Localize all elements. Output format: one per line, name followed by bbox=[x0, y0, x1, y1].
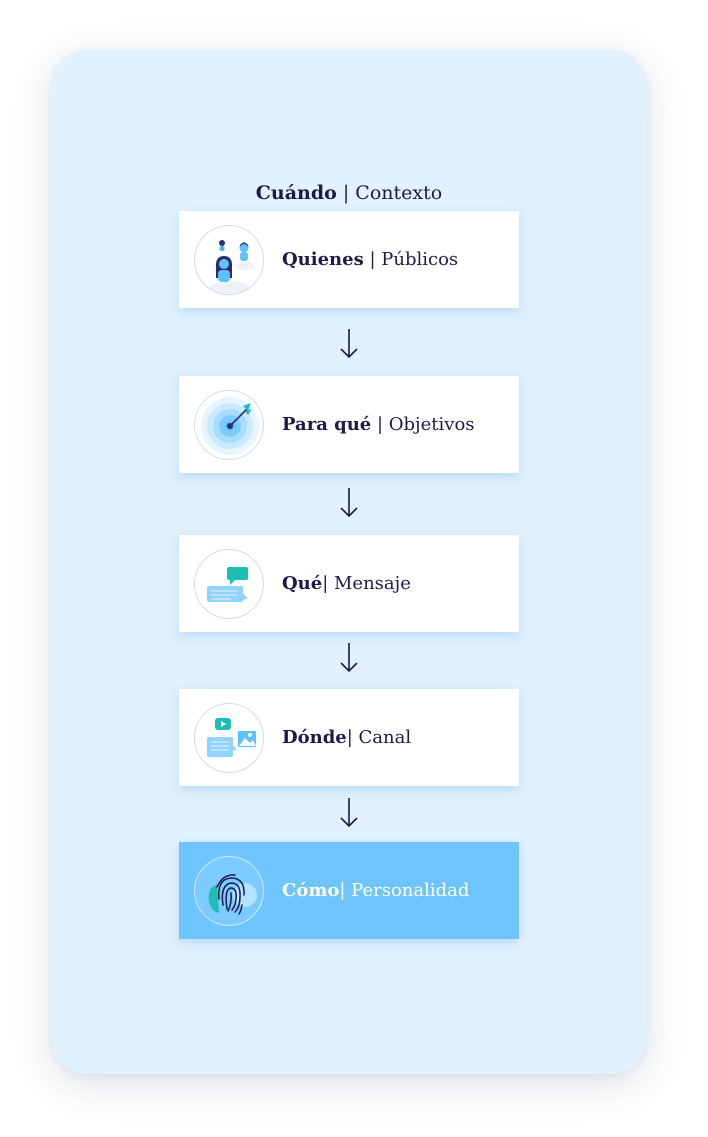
step-donde: Dónde| Canal bbox=[179, 689, 519, 786]
arrow-down-icon bbox=[340, 488, 358, 518]
step-label: Cómo| Personalidad bbox=[282, 880, 469, 901]
target-dart-icon bbox=[194, 389, 264, 460]
title-rest: | Contexto bbox=[336, 182, 443, 204]
arrow-down-icon bbox=[340, 798, 358, 828]
step-label-rest: | Canal bbox=[346, 727, 412, 748]
step-label: Quienes | Públicos bbox=[282, 249, 458, 270]
step-label-bold: Cómo bbox=[282, 880, 340, 901]
step-quienes: Quienes | Públicos bbox=[179, 211, 519, 308]
people-icon bbox=[194, 224, 264, 295]
step-para-que: Para qué | Objetivos bbox=[179, 376, 519, 473]
fingerprint-icon bbox=[194, 855, 264, 926]
step-label-rest: | Mensaje bbox=[322, 573, 411, 594]
step-label: Qué| Mensaje bbox=[282, 573, 411, 594]
step-label-rest: | Públicos bbox=[363, 249, 459, 270]
title-bold: Cuándo bbox=[255, 182, 337, 204]
step-label-rest: | Objetivos bbox=[371, 414, 475, 435]
step-label-bold: Para qué bbox=[282, 414, 372, 435]
step-que: Qué| Mensaje bbox=[179, 535, 519, 632]
step-label-bold: Dónde bbox=[282, 727, 347, 748]
chat-bubbles-icon bbox=[194, 548, 264, 619]
page-title: Cuándo | Contexto bbox=[51, 182, 647, 204]
step-label-bold: Qué bbox=[282, 573, 323, 594]
step-label: Dónde| Canal bbox=[282, 727, 411, 748]
step-como: Cómo| Personalidad bbox=[179, 842, 519, 939]
step-label: Para qué | Objetivos bbox=[282, 414, 475, 435]
arrow-down-icon bbox=[340, 329, 358, 359]
step-label-bold: Quienes bbox=[282, 249, 364, 270]
step-label-rest: | Personalidad bbox=[339, 880, 470, 901]
arrow-down-icon bbox=[340, 643, 358, 673]
media-channel-icon bbox=[194, 702, 264, 773]
